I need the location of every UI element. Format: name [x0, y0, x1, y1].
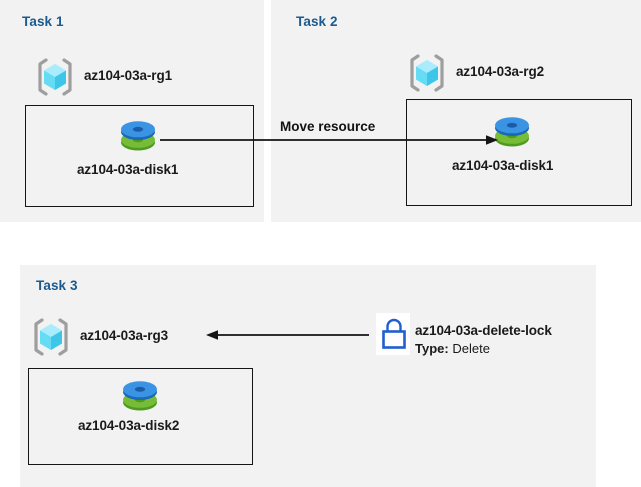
lock-type-key: Type:	[415, 341, 449, 356]
panel-task-1	[0, 0, 264, 222]
resource-group-cube-icon	[30, 316, 72, 358]
panel-title-task-3: Task 3	[36, 278, 78, 293]
padlock-icon	[379, 316, 409, 352]
managed-disk-icon	[490, 110, 534, 154]
resource-group-boundary-task-2	[406, 99, 632, 206]
panel-title-task-1: Task 1	[22, 14, 64, 29]
connector-label-move-resource: Move resource	[280, 119, 376, 134]
resource-label-disk2-task-3: az104-03a-disk2	[78, 418, 180, 433]
panel-title-task-2: Task 2	[296, 14, 338, 29]
lock-type-row: Type: Delete	[415, 341, 490, 356]
managed-disk-icon	[118, 374, 162, 418]
panel-task-2	[271, 0, 641, 222]
resource-group-boundary-task-1	[25, 105, 254, 207]
lock-type-value: Delete	[452, 341, 490, 356]
resource-group-cube-icon	[406, 52, 448, 94]
panel-task-3	[20, 265, 596, 487]
resource-label-disk1-task-1: az104-03a-disk1	[77, 162, 179, 177]
resource-label-disk1-task-2: az104-03a-disk1	[452, 158, 554, 173]
resource-group-cube-icon	[34, 56, 76, 98]
lock-label: az104-03a-delete-lock	[415, 323, 552, 338]
resource-group-label-rg2: az104-03a-rg2	[456, 64, 545, 79]
managed-disk-icon	[116, 114, 160, 158]
resource-group-label-rg3: az104-03a-rg3	[80, 328, 169, 343]
resource-group-boundary-task-3	[28, 368, 253, 465]
resource-group-label-rg1: az104-03a-rg1	[84, 68, 173, 83]
